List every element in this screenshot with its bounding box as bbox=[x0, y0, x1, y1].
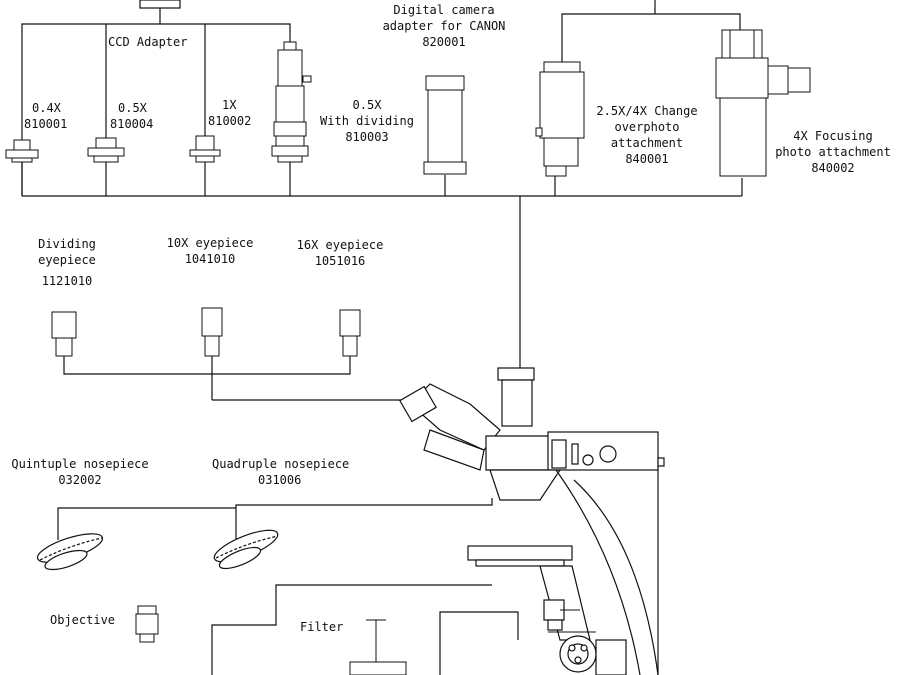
change-overphoto-label: 2.5X/4X Change overphoto attachment 8400… bbox=[596, 104, 698, 166]
eyepiece-10x-label: 10X eyepiece 1041010 bbox=[166, 236, 254, 266]
objective-icon bbox=[135, 605, 159, 643]
filter-label: Filter bbox=[300, 620, 344, 634]
objective-label: Objective bbox=[50, 613, 116, 627]
change-overphoto-icon bbox=[535, 61, 585, 177]
adapter-1x-label: 1X 810002 bbox=[208, 98, 252, 128]
ccd-adapter-label: CCD Adapter bbox=[108, 35, 188, 49]
quintuple-nosepiece-label: Quintuple nosepiece 032002 bbox=[11, 457, 149, 487]
adapter-1x-icon bbox=[189, 135, 221, 163]
ccd-top-connector-icon bbox=[139, 0, 181, 9]
microscope-body-icon bbox=[399, 367, 665, 675]
eyepiece-16x-label: 16X eyepiece 1051016 bbox=[296, 238, 384, 268]
adapter-05x-dividing-label: 0.5X With dividing 810003 bbox=[320, 98, 414, 144]
canon-adapter-label: Digital camera adapter for CANON 820001 bbox=[382, 3, 506, 49]
adapter-05x-dividing-icon bbox=[271, 41, 312, 163]
filter-icon bbox=[349, 619, 407, 675]
quadruple-nosepiece-icon bbox=[213, 529, 279, 570]
dividing-eyepiece-icon bbox=[51, 311, 77, 357]
adapter-04x-icon bbox=[5, 139, 39, 163]
eyepiece-16x-icon bbox=[339, 309, 361, 357]
quadruple-nosepiece-label: Quadruple nosepiece 031006 bbox=[212, 457, 350, 487]
adapter-05x-icon bbox=[87, 137, 125, 163]
canon-adapter-icon bbox=[423, 75, 467, 175]
focusing-photo-icon bbox=[715, 29, 811, 177]
adapter-05x-label: 0.5X 810004 bbox=[110, 101, 154, 131]
eyepiece-10x-icon bbox=[201, 307, 223, 357]
dividing-eyepiece-label: Dividing eyepiece 1121010 bbox=[38, 237, 96, 288]
adapter-04x-label: 0.4X 810001 bbox=[24, 101, 68, 131]
focusing-photo-label: 4X Focusing photo attachment 840002 bbox=[775, 129, 891, 175]
quintuple-nosepiece-icon bbox=[36, 533, 104, 571]
